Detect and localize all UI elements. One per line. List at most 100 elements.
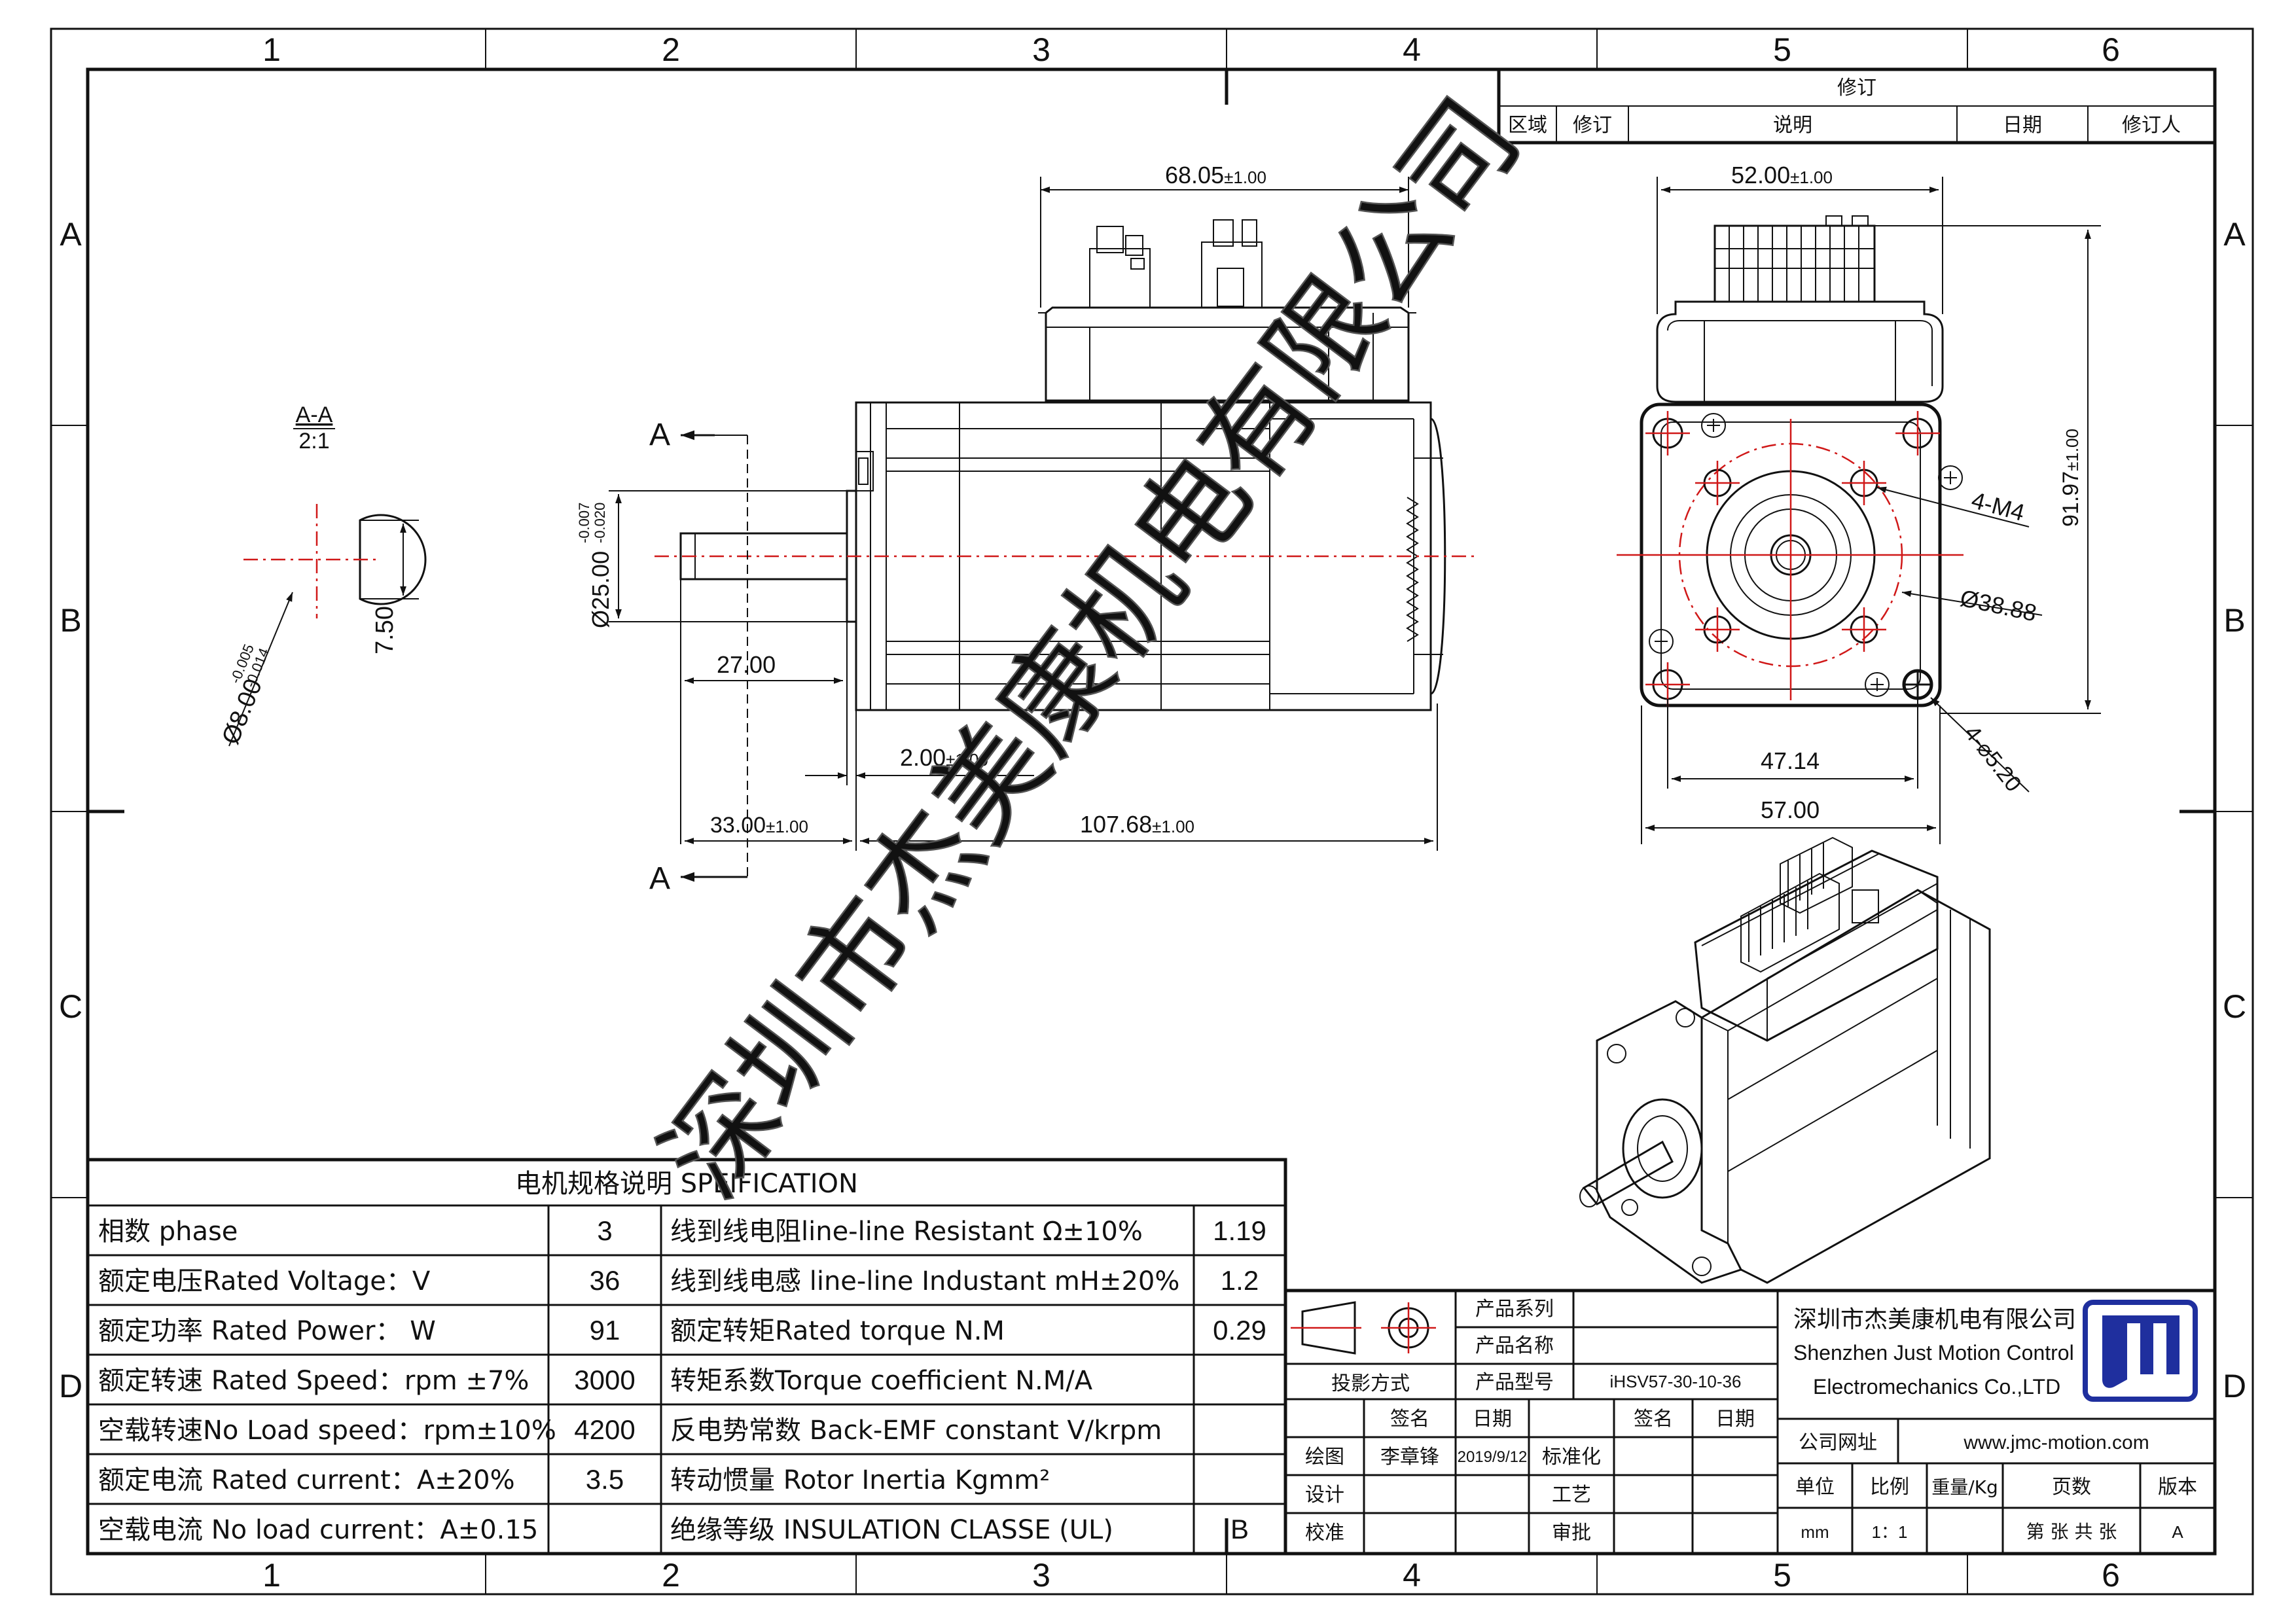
col-label-6: 6 [2102,31,2120,68]
sign-label-2: 签名 [1634,1408,1673,1431]
dim-total-top: 68.05±1.00 [1165,162,1266,188]
row-label-c-right: C [2223,988,2246,1025]
flat-dim: 7.50 [371,606,399,654]
section-scale: 2:1 [298,429,329,454]
spec-row-5-value: 4200 [574,1414,635,1445]
company-name-cn: 深圳市杰美康机电有限公司 [1793,1306,2076,1333]
section-mark-top: A [649,418,670,452]
col-label-5-bottom: 5 [1773,1557,1791,1594]
spec-row-4-name: 额定转速 Rated Speed：rpm ±7% [98,1366,529,1396]
spec-row-7-name: 空载电流 No load current：A±0.15 [98,1515,538,1545]
cooling-fins [1406,497,1419,642]
dim-pilot-tol-lower: -0.020 [592,503,608,543]
dim-shaft-27: 27.00 [717,651,776,678]
frame-labels: 1 2 3 4 5 6 1 2 3 4 5 6 A B C D A B C D [59,31,2246,1594]
col-label-2: 2 [662,31,680,68]
spec-title: 电机规格说明 SPEIFICATION [515,1169,858,1199]
spec-table: 电机规格说明 SPEIFICATION 相数 phase 额定电压Rated V… [86,1158,1287,1556]
spec-row-2-name: 额定电压Rated Voltage：V [98,1266,431,1296]
scale-value: 1：1 [1872,1522,1908,1542]
dim-flange-width: 57.00 [1761,796,1820,823]
dim-front-width-top: 52.00±1.00 [1731,162,1833,188]
watermark-text: 深圳市杰美康机电有限公司 [638,76,1545,1220]
scale-label: 比例 [1870,1476,1909,1499]
product-model-value: iHSV57-30-10-36 [1610,1372,1742,1391]
revision-header-date: 日期 [2003,114,2042,137]
col-label-1-bottom: 1 [262,1557,281,1594]
spec-row-1-name: 相数 phase [98,1217,238,1247]
spec-row-3-value2: 0.29 [1213,1315,1266,1346]
section-label: A-A [296,402,333,427]
section-mark-bottom: A [649,861,670,896]
shaft-dia-dim: Ø8.00 [217,675,268,749]
col-label-3: 3 [1032,31,1050,68]
col-label-4: 4 [1403,31,1421,68]
dim-body-length: 107.68±1.00 [1080,811,1194,838]
unit-label: 单位 [1795,1476,1835,1499]
company-name-en-2: Electromechanics Co.,LTD [1813,1375,2060,1399]
row-label-a: A [60,216,82,253]
row-label-b: B [60,602,81,639]
row-label-a-right: A [2223,216,2246,253]
spec-row-4-value: 3000 [574,1364,635,1395]
dim-front-height: 91.97±1.00 [2058,429,2083,527]
spec-row-3-value: 91 [590,1315,620,1346]
col-label-4-bottom: 4 [1403,1557,1421,1594]
revision-table: 修订 区域 修订 说明 日期 修订人 [1497,67,2217,145]
dim-pilot-dia: Ø25.00 [587,551,614,628]
spec-row-7-name2: 绝缘等级 INSULATION CLASSE (UL) [670,1515,1113,1545]
dim-hole-spacing: 47.14 [1761,747,1820,774]
spec-row-4-name2: 转矩系数Torque coefficient N.M/A [670,1366,1093,1396]
company-logo [2083,1300,2198,1402]
front-view: 52.00±1.00 91.97±1.00 4-M4 Ø38.88 4-⌀5.2… [1617,162,2101,844]
craft-label: 工艺 [1552,1484,1591,1507]
version-label: 版本 [2158,1476,2197,1499]
spec-row-3-name: 额定功率 Rated Power： W [98,1316,436,1346]
thread-callout: 4-M4 [1969,486,2028,526]
pcd-callout: Ø38.88 [1958,584,2039,627]
row-label-c: C [59,988,82,1025]
date-label-2: 日期 [1715,1408,1755,1431]
sign-label: 签名 [1390,1408,1429,1431]
spec-row-6-name: 额定电流 Rated current：A±20% [98,1465,515,1495]
weight-label: 重量/Kg [1931,1476,1998,1498]
spec-row-3-name2: 额定转矩Rated torque N.M [670,1316,1005,1346]
website-label: 公司网址 [1799,1431,1877,1454]
website-value: www.jmc-motion.com [1963,1432,2149,1454]
draw-date: 2019/9/12 [1458,1448,1528,1466]
spec-row-2-value: 36 [590,1265,620,1296]
dim-flange: 2.00±1.00 [900,744,988,771]
pages-value: 第 张 共 张 [2026,1521,2117,1543]
date-label: 日期 [1473,1408,1512,1431]
product-series-label: 产品系列 [1475,1298,1554,1321]
mount-hole-callout: 4-⌀5.20 [1960,721,2026,796]
check-label: 校准 [1305,1522,1344,1544]
screws [1649,413,1963,697]
design-label: 设计 [1305,1484,1344,1507]
section-view-a-a: A-A 2:1 7.50 Ø8.00 -0.005 -0.014 [217,402,427,749]
dim-pilot-tol-upper: -0.007 [576,503,592,543]
isometric-view [1579,836,1991,1284]
product-model-label: 产品型号 [1475,1371,1554,1394]
dim-shaft-length: 33.00±1.00 [710,813,808,838]
spec-row-5-name: 空载转速No Load speed：rpm±10% [98,1416,556,1446]
spec-row-7-value2: B [1230,1514,1249,1544]
spec-row-1-name2: 线到线电阻line-line Resistant Ω±10% [670,1217,1143,1247]
unit-value: mm [1801,1522,1829,1542]
revision-title: 修订 [1837,77,1876,99]
row-label-b-right: B [2223,602,2245,639]
projection-symbol [1291,1301,1436,1355]
pages-label: 页数 [2052,1476,2091,1499]
mount-holes [1652,418,1933,700]
approve-label: 审批 [1552,1522,1591,1544]
spec-row-6-name2: 转动惯量 Rotor Inertia Kgmm² [670,1465,1050,1495]
row-label-d-right: D [2223,1368,2246,1404]
col-label-3-bottom: 3 [1032,1557,1050,1594]
spec-row-2-name2: 线到线电感 line-line Industant mH±20% [670,1266,1179,1296]
company-name-en-1: Shenzhen Just Motion Control [1793,1341,2074,1364]
drawer-name: 李章锋 [1380,1446,1439,1469]
spec-row-1-value: 3 [597,1215,612,1246]
version-value: A [2172,1522,2183,1542]
spec-row-2-value2: 1.2 [1221,1265,1259,1296]
